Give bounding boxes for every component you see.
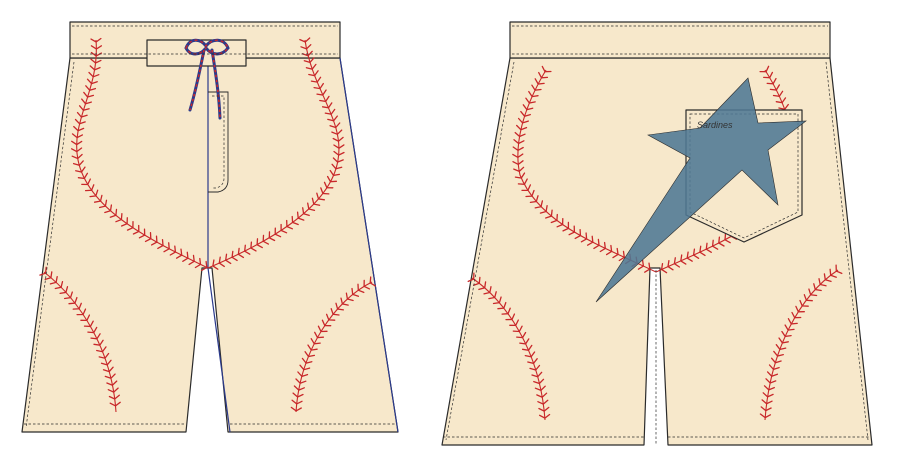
drawcord-knot <box>184 38 230 56</box>
drawcord-stripe <box>189 49 205 111</box>
stitch-seam <box>517 69 657 273</box>
back-waistband <box>509 21 831 59</box>
baseball-stitch-icon <box>759 264 843 419</box>
right-panel-seam-outer <box>339 57 399 433</box>
baseball-stitch-icon <box>39 266 121 407</box>
topstitch <box>25 61 75 429</box>
fly <box>208 91 229 193</box>
stitch-seam <box>764 269 839 421</box>
drawcord <box>184 38 230 120</box>
baseball-stitch-icon <box>290 276 377 412</box>
topstitch <box>445 61 515 441</box>
front-view <box>21 21 399 433</box>
topstitch <box>212 95 225 189</box>
front-stitch-group <box>39 37 377 413</box>
drawcord-stripe <box>211 49 221 119</box>
baseball-stitch-icon <box>512 65 651 273</box>
baseball-stitch-icon <box>467 272 551 419</box>
topstitch <box>825 61 869 441</box>
stitch-seam <box>295 281 373 413</box>
back-body <box>441 57 873 446</box>
stitch-seam <box>207 39 340 269</box>
back-view: Sardines <box>441 21 873 446</box>
baseball-stitch-icon <box>212 37 345 270</box>
stitch-seam <box>76 39 209 269</box>
baseball-stitch-icon <box>70 37 208 272</box>
star-icon <box>595 77 807 303</box>
back-pocket-label: Sardines <box>697 120 733 130</box>
